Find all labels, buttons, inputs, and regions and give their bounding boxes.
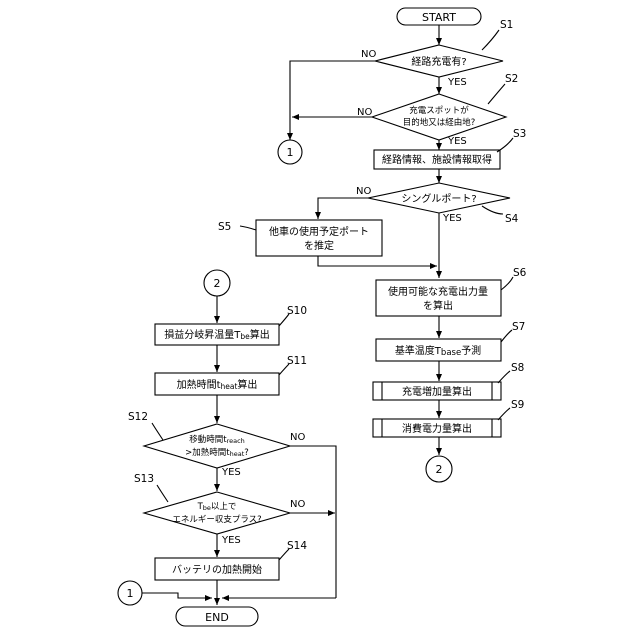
decision-s2: 充電スポットが 目的地又は経由地? (372, 94, 506, 140)
yes-label-s1: YES (447, 77, 467, 88)
svg-text:を算出: を算出 (423, 299, 453, 312)
process-s5: 他車の使用予定ポート を推定 (256, 220, 382, 256)
leader-s8 (498, 371, 510, 383)
yes-label-s4: YES (442, 213, 462, 224)
svg-text:経路充電有?: 経路充電有? (411, 55, 466, 68)
svg-text:目的地又は経由地?: 目的地又は経由地? (403, 117, 476, 128)
svg-text:加熱時間theat算出: 加熱時間theat算出 (177, 378, 258, 391)
svg-text:START: START (422, 11, 456, 24)
svg-text:使用可能な充電出力量: 使用可能な充電出力量 (388, 285, 488, 298)
decision-s12: 移動時間treach >加熱時間theat? (144, 424, 290, 468)
svg-text:END: END (205, 611, 229, 624)
svg-text:を推定: を推定 (304, 239, 334, 252)
no-label-s13: NO (290, 499, 305, 510)
connector-2-upper: 2 (204, 270, 230, 296)
predefined-process-s9: 消費電力量算出 (373, 419, 501, 437)
leader-s6 (501, 277, 513, 290)
svg-text:損益分岐昇温量Tbe算出: 損益分岐昇温量Tbe算出 (164, 328, 269, 341)
svg-text:充電スポットが: 充電スポットが (409, 105, 469, 116)
no-label-s1: NO (361, 49, 376, 60)
decision-s1: 経路充電有? (375, 45, 503, 77)
end-terminal: END (176, 607, 258, 626)
step-tag-s14: S14 (287, 540, 307, 552)
arrow-s4-s5 (318, 198, 368, 219)
predefined-process-s8: 充電増加量算出 (373, 382, 501, 400)
leader-s3 (497, 138, 513, 152)
svg-text:バッテリの加熱開始: バッテリの加熱開始 (172, 563, 262, 576)
step-tag-s1: S1 (500, 19, 513, 31)
svg-text:経路情報、施設情報取得: 経路情報、施設情報取得 (382, 153, 492, 166)
svg-text:基準温度Tbase予測: 基準温度Tbase予測 (395, 344, 481, 358)
no-label-s2: NO (357, 107, 372, 118)
process-s11: 加熱時間theat算出 (155, 373, 279, 395)
step-tag-s3: S3 (513, 128, 526, 140)
step-tag-s12: S12 (128, 411, 148, 423)
step-tag-s2: S2 (505, 73, 518, 85)
yes-label-s2: YES (447, 136, 467, 147)
process-s10: 損益分岐昇温量Tbe算出 (155, 324, 279, 345)
svg-text:エネルギー収支プラス?: エネルギー収支プラス? (172, 514, 261, 525)
svg-text:2: 2 (214, 277, 221, 290)
leader-s2 (488, 84, 505, 104)
yes-label-s12: YES (221, 467, 241, 478)
connector-1-upper: 1 (278, 140, 302, 164)
no-label-s4: NO (356, 186, 371, 197)
arrow-conn1-merge (142, 593, 212, 598)
leader-s12 (152, 423, 163, 440)
no-label-s12: NO (290, 432, 305, 443)
process-s6: 使用可能な充電出力量 を算出 (376, 280, 501, 316)
process-s7: 基準温度Tbase予測 (376, 339, 501, 361)
step-tag-s9: S9 (511, 399, 524, 411)
svg-text:シングルポート?: シングルポート? (401, 192, 476, 205)
svg-text:充電増加量算出: 充電増加量算出 (402, 385, 472, 398)
svg-text:他車の使用予定ポート: 他車の使用予定ポート (269, 225, 369, 238)
svg-text:1: 1 (127, 587, 134, 600)
line-s12-no (290, 446, 336, 598)
step-tag-s4: S4 (505, 213, 519, 225)
step-tag-s6: S6 (513, 267, 527, 279)
arrow-s5-merge (318, 256, 437, 266)
connector-1-lower: 1 (118, 581, 142, 605)
leader-s7 (501, 330, 512, 342)
step-tag-s13: S13 (134, 473, 154, 485)
arrow-s1-no (290, 61, 375, 140)
decision-s4: シングルポート? (368, 183, 510, 213)
step-tag-s11: S11 (287, 355, 307, 367)
svg-text:2: 2 (436, 463, 443, 476)
svg-text:消費電力量算出: 消費電力量算出 (402, 422, 472, 435)
leader-s4 (482, 206, 503, 214)
yes-label-s13: YES (221, 535, 241, 546)
start-terminal: START (397, 8, 481, 25)
step-tag-s7: S7 (512, 321, 525, 333)
leader-s9 (498, 408, 510, 420)
connector-2-lower: 2 (426, 456, 452, 482)
leader-s5 (240, 226, 256, 230)
process-s14: バッテリの加熱開始 (155, 558, 279, 580)
step-tag-s5: S5 (218, 221, 231, 233)
step-tag-s10: S10 (287, 305, 307, 317)
process-s3: 経路情報、施設情報取得 (374, 150, 500, 169)
leader-s1 (482, 30, 499, 50)
leader-s13 (157, 485, 168, 502)
svg-text:Tbe以上で: Tbe以上で (197, 502, 237, 512)
svg-text:1: 1 (287, 146, 294, 159)
step-tag-s8: S8 (511, 362, 524, 374)
